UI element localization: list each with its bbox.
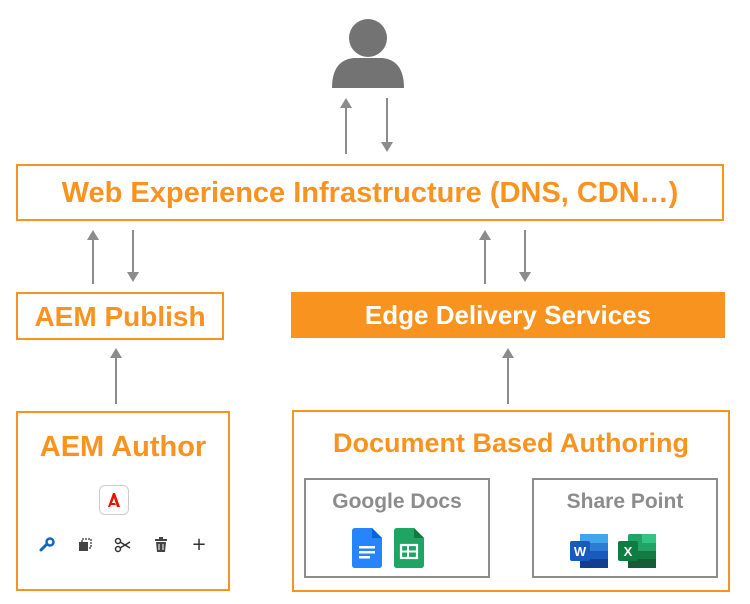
adobe-logo-icon bbox=[99, 485, 129, 515]
doc-authoring-label: Document Based Authoring bbox=[332, 428, 689, 458]
aem-publish-box: AEM Publish bbox=[16, 292, 224, 340]
copy-icon[interactable] bbox=[76, 536, 94, 554]
share-point-box: Share Point W X bbox=[532, 478, 718, 578]
arrow-docs-edge bbox=[502, 348, 514, 404]
share-point-label: Share Point bbox=[566, 490, 684, 513]
arrows-infra-publish bbox=[87, 230, 139, 284]
google-docs-label: Google Docs bbox=[332, 490, 462, 513]
arrows-user-infra bbox=[340, 98, 393, 154]
word-icon: W bbox=[570, 534, 608, 568]
edge-delivery-services-box: Edge Delivery Services bbox=[291, 292, 725, 338]
svg-text:W: W bbox=[574, 544, 587, 559]
plus-icon[interactable]: + bbox=[191, 533, 207, 555]
google-docs-box: Google Docs bbox=[304, 478, 490, 578]
google-sheets-icon bbox=[394, 528, 424, 568]
arrows-infra-edge bbox=[479, 230, 531, 284]
person-icon bbox=[332, 19, 404, 88]
web-experience-infrastructure-box: Web Experience Infrastructure (DNS, CDN…… bbox=[16, 164, 724, 221]
edge-label: Edge Delivery Services bbox=[364, 300, 652, 330]
trash-icon[interactable] bbox=[152, 536, 170, 554]
excel-icon: X bbox=[618, 534, 656, 568]
svg-text:X: X bbox=[624, 544, 633, 559]
document-based-authoring-box: Document Based Authoring Google Docs Sha… bbox=[292, 410, 730, 592]
infrastructure-label: Web Experience Infrastructure (DNS, CDN…… bbox=[61, 177, 679, 209]
publish-label: AEM Publish bbox=[34, 301, 206, 332]
arrow-author-publish bbox=[110, 348, 122, 404]
aem-author-box: AEM Author + bbox=[16, 411, 230, 591]
wrench-icon[interactable] bbox=[38, 536, 56, 554]
scissors-icon[interactable] bbox=[114, 536, 132, 554]
google-docs-icon bbox=[352, 528, 382, 568]
author-label: AEM Author bbox=[39, 431, 207, 463]
